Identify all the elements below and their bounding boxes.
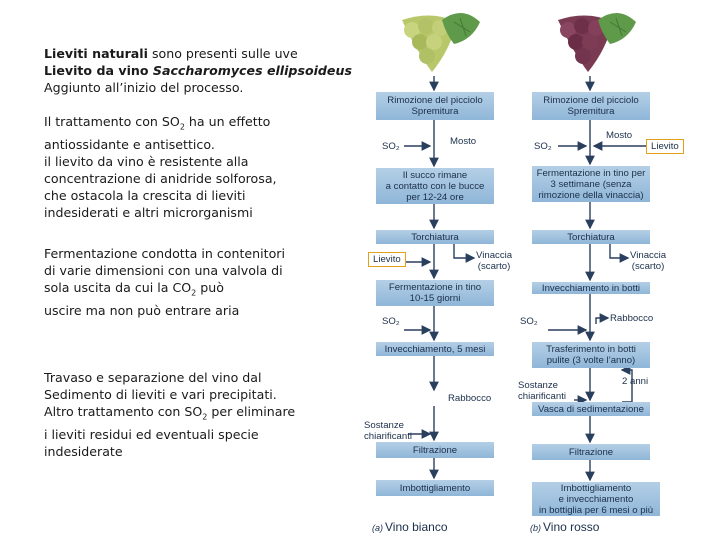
label-two-years: 2 anni <box>622 376 649 387</box>
note-text: che ostacola la crescita di lieviti <box>44 187 246 203</box>
note-text: antiossidante e antisettico. <box>44 136 215 152</box>
note-block-fermentation: Fermentazione condotta in contenitori di… <box>44 245 344 319</box>
caption-white-wine: (a)Vino bianco <box>372 520 448 534</box>
note-text: concentrazione di anidride solforosa, <box>44 170 277 186</box>
note-text: indesiderati e altri microrganismi <box>44 204 253 220</box>
note-text: Sedimento di lieviti e vari precipitati. <box>44 387 277 402</box>
label-must: Mosto <box>606 130 633 141</box>
note-text: può <box>196 280 224 295</box>
step-red-transfer: Trasferimento in botti pulite (3 volte l… <box>532 342 650 368</box>
note-species: Saccharomyces ellipsoideus <box>148 63 352 78</box>
label-so2: SO₂ <box>520 316 538 327</box>
label-so2: SO₂ <box>534 141 552 152</box>
step-white-skin-contact: Il succo rimane a contatto con le bucce … <box>376 168 494 204</box>
note-block-yeasts: Lieviti naturali sono presenti sulle uve… <box>44 45 352 96</box>
note-block-racking: Travaso e separazione del vino dal Sedim… <box>44 369 344 460</box>
winemaking-diagram: Rimozione del picciolo Spremitura SO₂ Mo… <box>362 0 712 540</box>
diagram-graphics <box>402 12 646 482</box>
note-natural-yeasts: Lieviti naturali <box>44 46 148 61</box>
note-wine-yeast: Lievito da vino <box>44 63 149 78</box>
step-white-destemming: Rimozione del picciolo Spremitura <box>376 92 494 120</box>
label-pomace-waste: Vinaccia (scarto) <box>476 250 513 272</box>
note-text: Aggiunto all’inizio del processo. <box>44 80 244 95</box>
note-text: indesiderate <box>44 443 123 459</box>
note-text: Fermentazione condotta in contenitori <box>44 246 285 261</box>
tag-yeast: Lievito <box>368 252 406 267</box>
note-subscript: 2 <box>191 288 197 298</box>
note-text: Il trattamento con SO <box>44 114 180 129</box>
white-grapes-icon <box>402 12 480 73</box>
step-red-fermentation: Fermentazione in tino per 3 settimane (s… <box>532 166 650 202</box>
step-red-pressing: Torchiatura <box>532 230 650 244</box>
arrow <box>595 313 610 324</box>
note-text: il lievito da vino è resistente alla <box>44 153 249 169</box>
tag-yeast: Lievito <box>646 139 684 154</box>
note-text: Travaso e separazione del vino dal <box>44 370 262 385</box>
step-red-bottling: Imbottigliamento e invecchiamento in bot… <box>532 482 660 516</box>
red-grapes-icon <box>558 12 636 73</box>
step-red-sedimentation: Vasca di sedimentazione <box>532 402 650 416</box>
step-red-destemming: Rimozione del picciolo Spremitura <box>532 92 650 120</box>
arrow <box>609 244 630 263</box>
note-subscript: 2 <box>202 412 208 422</box>
note-text: di varie dimensioni con una valvola di <box>44 263 283 278</box>
caption-text: Vino bianco <box>385 520 448 534</box>
note-block-so2: Il trattamento con SO2 ha un effetto ant… <box>44 113 344 221</box>
label-fining-agents: Sostanze chiarificanti <box>518 380 566 402</box>
note-text: Altro trattamento con SO <box>44 404 203 419</box>
note-text: ha un effetto <box>184 114 271 129</box>
step-white-filtration: Filtrazione <box>376 442 494 458</box>
label-so2: SO₂ <box>382 141 400 152</box>
label-fining-agents: Sostanze chiarificanti <box>364 420 412 442</box>
arrow <box>453 244 476 263</box>
step-white-fermentation: Fermentazione in tino 10-15 giorni <box>376 280 494 306</box>
step-red-barrel-aging: Invecchiamento in botti <box>532 282 650 294</box>
note-subscript: 2 <box>179 122 185 132</box>
note-text: i lieviti residui ed eventuali specie <box>44 426 259 442</box>
caption-letter: (b) <box>530 523 541 533</box>
step-white-aging: Invecchiamento, 5 mesi <box>376 342 494 356</box>
note-text: uscire ma non può entrare aria <box>44 302 240 318</box>
label-topping-up: Rabbocco <box>448 393 492 404</box>
note-text: per eliminare <box>207 404 296 419</box>
caption-letter: (a) <box>372 523 383 533</box>
note-text: sola uscita da cui la CO <box>44 280 192 295</box>
flow-arrows <box>404 76 646 482</box>
label-topping-up: Rabbocco <box>610 313 654 324</box>
step-white-bottling: Imbottigliamento <box>376 480 494 496</box>
note-text: sono presenti sulle uve <box>147 46 298 61</box>
label-pomace-waste: Vinaccia (scarto) <box>630 250 667 272</box>
label-so2: SO₂ <box>382 316 400 327</box>
label-must: Mosto <box>450 136 477 147</box>
caption-text: Vino rosso <box>543 520 600 534</box>
step-white-pressing: Torchiatura <box>376 230 494 244</box>
step-red-filtration: Filtrazione <box>532 444 650 460</box>
caption-red-wine: (b)Vino rosso <box>530 520 599 534</box>
